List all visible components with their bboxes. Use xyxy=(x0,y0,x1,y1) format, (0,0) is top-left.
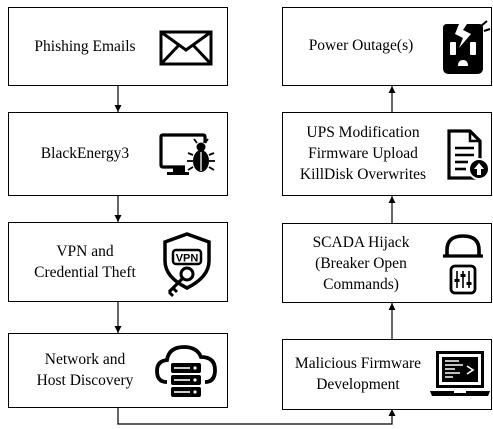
node-label: Power Outage(s) xyxy=(308,37,414,54)
node-discovery: Network and Host Discovery xyxy=(8,333,228,408)
arrowhead xyxy=(114,105,122,112)
node-phishing: Phishing Emails xyxy=(8,7,228,86)
vpn-shield-key-icon: VPN xyxy=(159,231,215,298)
breaker-sliders-icon xyxy=(441,232,485,298)
node-outage: Power Outage(s) xyxy=(282,7,492,86)
node-firmware: Malicious Firmware Development xyxy=(282,339,492,410)
arrowhead xyxy=(388,86,396,93)
arrowhead xyxy=(388,303,396,310)
broken-outlet-icon xyxy=(433,20,491,78)
envelope-icon xyxy=(159,30,213,66)
node-ups: UPS Modification Firmware Upload KillDis… xyxy=(282,112,492,196)
node-scada: SCADA Hijack (Breaker Open Commands) xyxy=(282,223,492,303)
node-label: SCADA Hijack (Breaker Open Commands) xyxy=(312,234,410,293)
node-label: BlackEnergy3 xyxy=(40,145,130,162)
node-vpn: VPN and Credential Theft VPN xyxy=(8,222,228,302)
monitor-bug-icon xyxy=(159,133,217,179)
node-blackenergy: BlackEnergy3 xyxy=(8,112,228,196)
arrowhead xyxy=(388,196,396,203)
node-label: UPS Modification Firmware Upload KillDis… xyxy=(299,124,427,183)
node-label: Phishing Emails xyxy=(34,38,136,55)
laptop-code-icon xyxy=(429,349,491,399)
node-label: Malicious Firmware Development xyxy=(294,355,422,393)
arrow-discovery-to-firmware xyxy=(117,408,393,425)
arrowhead xyxy=(114,215,122,222)
arrowhead xyxy=(388,409,396,416)
svg-text:VPN: VPN xyxy=(176,253,199,265)
cloud-server-icon xyxy=(154,342,218,402)
document-upload-icon xyxy=(446,128,490,182)
node-label: Network and Host Discovery xyxy=(36,351,134,389)
node-label: VPN and Credential Theft xyxy=(34,243,136,281)
arrowhead xyxy=(114,326,122,333)
